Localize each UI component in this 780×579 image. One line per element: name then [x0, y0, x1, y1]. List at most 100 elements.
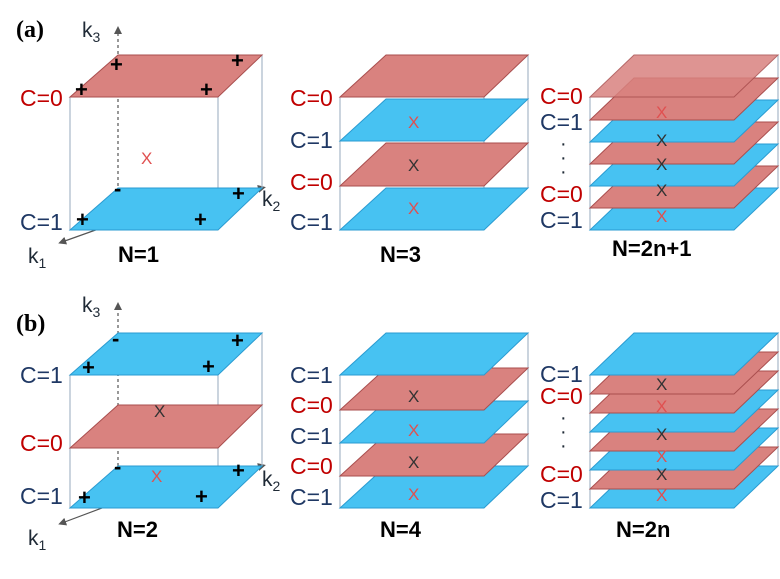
k1-axis-label: k1	[28, 245, 47, 271]
weyl-crossing-marker: X	[656, 181, 667, 200]
weyl-crossing-marker: X	[656, 155, 667, 174]
plane-c1	[588, 332, 780, 376]
chern-label: C=0	[540, 461, 583, 487]
box-n2n1: X X X X X C=0 C=1 · · · C=0 C=1 N=2n+1	[540, 54, 780, 261]
plus-sign: +	[231, 48, 244, 73]
plus-sign: +	[231, 328, 244, 353]
n-label: N=4	[380, 517, 422, 542]
ellipsis-dot: ·	[560, 161, 567, 183]
chern-label: C=1	[540, 207, 583, 233]
plus-sign: +	[195, 484, 208, 509]
ellipsis-dot: ·	[560, 407, 567, 429]
plus-sign: +	[82, 355, 95, 380]
panel-b: (b) k3 k1 k2 - + + + X X - + + +	[16, 294, 780, 553]
weyl-crossing-marker: X	[656, 447, 667, 466]
plus-sign: +	[232, 181, 245, 206]
plane-c0	[338, 367, 530, 411]
plane-c0	[588, 54, 780, 98]
plane-c1	[338, 400, 530, 444]
weyl-crossing-marker: X	[151, 467, 162, 486]
k3-axis-label: k3	[82, 294, 101, 320]
plus-sign: +	[76, 207, 89, 232]
plane-c1	[338, 98, 530, 142]
plane-c1-bottom	[68, 465, 264, 509]
box-n3: X X X C=0 C=1 C=0 C=1 N=3	[290, 54, 530, 267]
box-n2n: X X X X X X C=1 C=0 · · · C=0 C=1 N=2n	[540, 332, 780, 542]
n-label: N=2n	[616, 517, 670, 542]
chern-label: C=0	[20, 430, 63, 456]
weyl-crossing-marker: X	[408, 421, 419, 440]
plus-sign: +	[194, 207, 207, 232]
chern-label: C=0	[290, 392, 333, 418]
minus-sign: -	[112, 326, 119, 351]
weyl-crossing-marker: X	[408, 387, 419, 406]
panel-a-label: (a)	[16, 17, 44, 43]
n-label: N=1	[118, 242, 159, 267]
weyl-crossing-marker: X	[408, 199, 419, 218]
plane-c1	[338, 187, 530, 231]
chern-label: C=1	[540, 487, 583, 513]
ellipsis-dot: ·	[560, 421, 567, 443]
weyl-crossing-marker: X	[408, 453, 419, 472]
weyl-crossing-marker: X	[141, 149, 152, 168]
n-label: N=3	[380, 242, 421, 267]
weyl-crossing-marker: X	[656, 425, 667, 444]
chern-label: C=1	[290, 209, 333, 235]
k1-axis-label: k1	[28, 527, 47, 553]
weyl-crossing-marker: X	[656, 465, 667, 484]
weyl-crossing-marker: X	[656, 207, 667, 226]
plus-sign: +	[200, 77, 213, 102]
k2-axis-label: k2	[262, 188, 281, 214]
chern-label: C=1	[20, 483, 63, 509]
weyl-crossing-marker: X	[656, 375, 667, 394]
minus-sign: -	[114, 176, 121, 201]
chern-label: C=1	[540, 361, 583, 387]
weyl-crossing-marker: X	[408, 156, 419, 175]
chern-label: C=0	[540, 83, 583, 109]
panel-b-label: (b)	[16, 311, 45, 337]
n-label: N=2n+1	[612, 236, 692, 261]
weyl-crossing-marker: X	[408, 485, 419, 504]
chern-label: C=0	[540, 181, 583, 207]
panel-a: (a) k3 k1 k2 + + + + X - + + + C=0	[16, 17, 780, 271]
box-n4: X X X X C=1 C=0 C=1 C=0 C=1 N=4	[290, 332, 530, 542]
plane-c0	[338, 54, 530, 98]
weyl-crossing-marker: X	[656, 131, 667, 150]
weyl-crossing-marker: X	[154, 402, 165, 421]
ellipsis-dot: ·	[560, 133, 567, 155]
plus-sign: +	[75, 77, 88, 102]
minus-sign: -	[114, 454, 121, 479]
weyl-crossing-marker: X	[656, 103, 667, 122]
chern-label: C=1	[290, 484, 333, 510]
plus-sign: +	[202, 354, 215, 379]
weyl-crossing-marker: X	[656, 486, 667, 505]
chern-label: C=1	[290, 362, 333, 388]
chern-label: C=1	[290, 423, 333, 449]
chern-label: C=0	[20, 85, 63, 111]
plane-c1-top	[68, 332, 264, 376]
plus-sign: +	[78, 485, 91, 510]
weyl-crossing-marker: X	[408, 113, 419, 132]
plane-c1-bottom	[68, 187, 264, 231]
k3-axis-label: k3	[82, 19, 101, 45]
chern-label: C=1	[20, 362, 63, 388]
chern-label: C=1	[20, 209, 63, 235]
weyl-crossing-marker: X	[656, 397, 667, 416]
plane-c0-middle	[68, 404, 264, 449]
plane-c1	[338, 332, 530, 376]
n-label: N=2	[117, 517, 158, 542]
ellipsis-dot: ·	[560, 147, 567, 169]
box-n2: - + + + X X - + + + C=1 C=0 C=1 N=2	[20, 326, 264, 542]
box-n1: + + + + X - + + + C=0 C=1 N=1	[20, 48, 264, 267]
chern-label: C=0	[290, 169, 333, 195]
chern-label: C=1	[540, 109, 583, 135]
plane-c0	[338, 142, 530, 187]
chern-label: C=0	[540, 383, 583, 409]
plus-sign: +	[232, 458, 245, 483]
chern-label: C=0	[290, 85, 333, 111]
plus-sign: +	[110, 52, 123, 77]
chern-label: C=1	[290, 127, 333, 153]
plane-c0-top	[68, 54, 264, 98]
ellipsis-dot: ·	[560, 435, 567, 457]
